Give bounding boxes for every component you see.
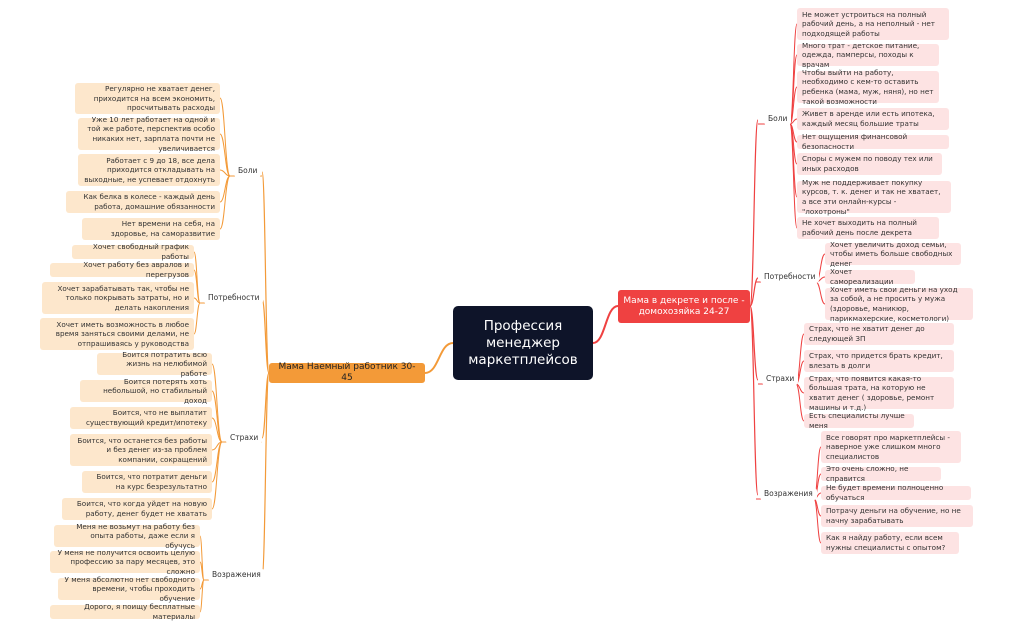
left-need-item[interactable]: Хочет иметь возможность в любое время за…	[40, 318, 194, 350]
right-fear-item[interactable]: Есть специалисты лучше меня	[804, 411, 914, 430]
right-category-needs[interactable]: Потребности	[760, 271, 820, 283]
connector-line	[789, 123, 798, 229]
connector-line	[193, 302, 201, 335]
connector-line	[749, 119, 759, 307]
right-objection-item[interactable]: Потрачу деньги на обучение, но не начну …	[821, 505, 973, 527]
right-category-objections[interactable]: Возражения	[760, 488, 817, 500]
left-objection-item[interactable]: Дорого, я поищу бесплатные материалы	[50, 602, 200, 621]
right-objection-item[interactable]: Как я найду работу, если всем нужны спец…	[821, 532, 959, 554]
connector-line	[592, 305, 619, 344]
right-fear-item[interactable]: Страх, что придется брать кредит, влезат…	[804, 350, 954, 372]
connector-line	[193, 251, 201, 304]
right-need-item[interactable]: Хочет иметь свои деньги на уход за собой…	[825, 285, 973, 323]
right-category-fears[interactable]: Страхи	[762, 373, 799, 385]
right-need-item[interactable]: Хочет увеличить доход семьи, чтобы иметь…	[825, 240, 961, 268]
connector-line	[749, 305, 759, 381]
connector-line	[815, 281, 826, 305]
connector-line	[193, 297, 201, 304]
left-pain-item[interactable]: Уже 10 лет работает на одной и той же ра…	[78, 115, 220, 153]
left-category-fears[interactable]: Страхи	[226, 432, 263, 444]
connector-line	[219, 175, 231, 230]
connector-line	[219, 133, 231, 177]
left-pain-item[interactable]: Нет времени на себя, на здоровье, на сам…	[82, 218, 220, 240]
right-fear-item[interactable]: Страх, что не хватит денег до следующей …	[804, 323, 954, 345]
left-need-item[interactable]: Хочет свободный график работы	[72, 242, 194, 261]
right-pain-item[interactable]: Много трат - детское питание, одежда, па…	[797, 41, 939, 69]
left-objection-item[interactable]: У меня абсолютно нет свободного времени,…	[58, 575, 200, 603]
left-fear-item[interactable]: Боится, что потратит деньги на курс безр…	[82, 471, 212, 493]
right-pain-item[interactable]: Живет в аренде или есть ипотека, каждый …	[797, 108, 949, 130]
left-pain-item[interactable]: Регулярно не хватает денег, приходится н…	[75, 83, 220, 114]
left-objection-item[interactable]: Меня не возьмут на работу без опыта рабо…	[54, 522, 200, 550]
connector-line	[813, 498, 822, 544]
right-pain-item[interactable]: Споры с мужем по поводу тех или иных рас…	[797, 153, 942, 175]
left-fear-item[interactable]: Боится, что не выплатит существующий кре…	[70, 407, 212, 429]
right-pain-item[interactable]: Муж не поддерживает покупку курсов, т. к…	[797, 178, 951, 216]
connector-line	[193, 269, 201, 304]
right-objection-item[interactable]: Это очень сложно, не справится	[821, 464, 941, 483]
branch-maternity-mom[interactable]: Мама в декрете и после - домохозяйка 24-…	[618, 290, 750, 323]
left-fear-item[interactable]: Боится, что останется без работы и без д…	[70, 434, 212, 466]
left-category-objections[interactable]: Возражения	[208, 569, 265, 581]
left-fear-item[interactable]: Боится, что когда уйдет на новую работу,…	[62, 498, 212, 520]
left-fear-item[interactable]: Боится потратить всю жизнь на нелюбимой …	[97, 350, 212, 378]
left-objection-item[interactable]: У меня не получится освоить целую профес…	[50, 548, 200, 576]
connector-line	[211, 417, 223, 443]
connector-line	[261, 372, 270, 577]
right-fear-item[interactable]: Страх, что появится какая-то большая тра…	[804, 374, 954, 412]
left-pain-item[interactable]: Как белка в колесе - каждый день работа,…	[66, 191, 220, 213]
right-pain-item[interactable]: Нет ощущения финансовой безопасности	[797, 132, 949, 151]
connector-line	[219, 169, 231, 177]
right-pain-item[interactable]: Не хочет выходить на полный рабочий день…	[797, 217, 939, 239]
right-pain-item[interactable]: Не может устроиться на полный рабочий де…	[797, 8, 949, 40]
left-category-pains[interactable]: Боли	[234, 165, 262, 177]
connector-line	[424, 342, 454, 374]
left-need-item[interactable]: Хочет зарабатывать так, чтобы не только …	[42, 282, 194, 314]
connector-line	[211, 441, 223, 510]
central-topic[interactable]: Профессия менеджер маркетплейсов	[453, 306, 593, 380]
connector-line	[261, 171, 270, 374]
branch-working-mom[interactable]: Мама Наемный работник 30-45	[269, 362, 425, 383]
connector-line	[199, 579, 205, 613]
left-need-item[interactable]: Хочет работу без авралов и перегрузов	[50, 260, 194, 279]
right-objection-item[interactable]: Все говорят про маркетплейсы - наверное …	[821, 431, 961, 463]
connector-line	[749, 277, 759, 307]
right-objection-item[interactable]: Не будет времени полноценно обучаться	[821, 483, 971, 502]
left-category-needs[interactable]: Потребности	[204, 292, 264, 304]
right-need-item[interactable]: Хочет самореализации	[825, 267, 915, 286]
connector-line	[749, 305, 759, 496]
left-pain-item[interactable]: Работает с 9 до 18, все дела приходится …	[78, 154, 220, 186]
connector-line	[211, 390, 223, 443]
right-category-pains[interactable]: Боли	[764, 113, 792, 125]
connector-line	[199, 561, 205, 581]
connector-line	[795, 383, 805, 422]
right-pain-item[interactable]: Чтобы выйти на работу, необходимо с кем-…	[797, 68, 939, 106]
left-fear-item[interactable]: Боится потерять хоть небольшой, но стаби…	[80, 377, 212, 405]
